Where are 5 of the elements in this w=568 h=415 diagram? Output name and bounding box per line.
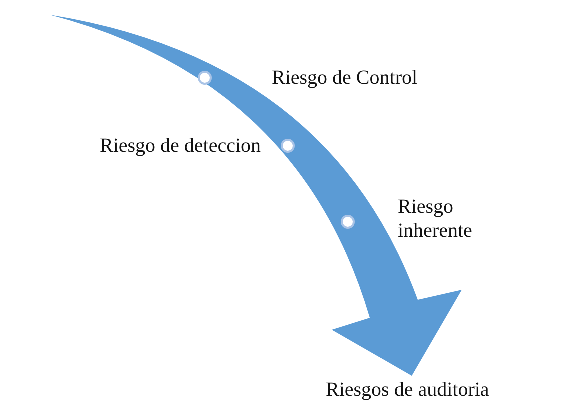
risk-label: Riesgo inherente: [398, 195, 474, 243]
risk-label: Riesgo de deteccion: [100, 134, 262, 158]
outcome-label: Riesgos de auditoria: [326, 378, 490, 402]
curved-arrow: [50, 15, 462, 376]
risk-label: Riesgo de Control: [272, 66, 419, 90]
